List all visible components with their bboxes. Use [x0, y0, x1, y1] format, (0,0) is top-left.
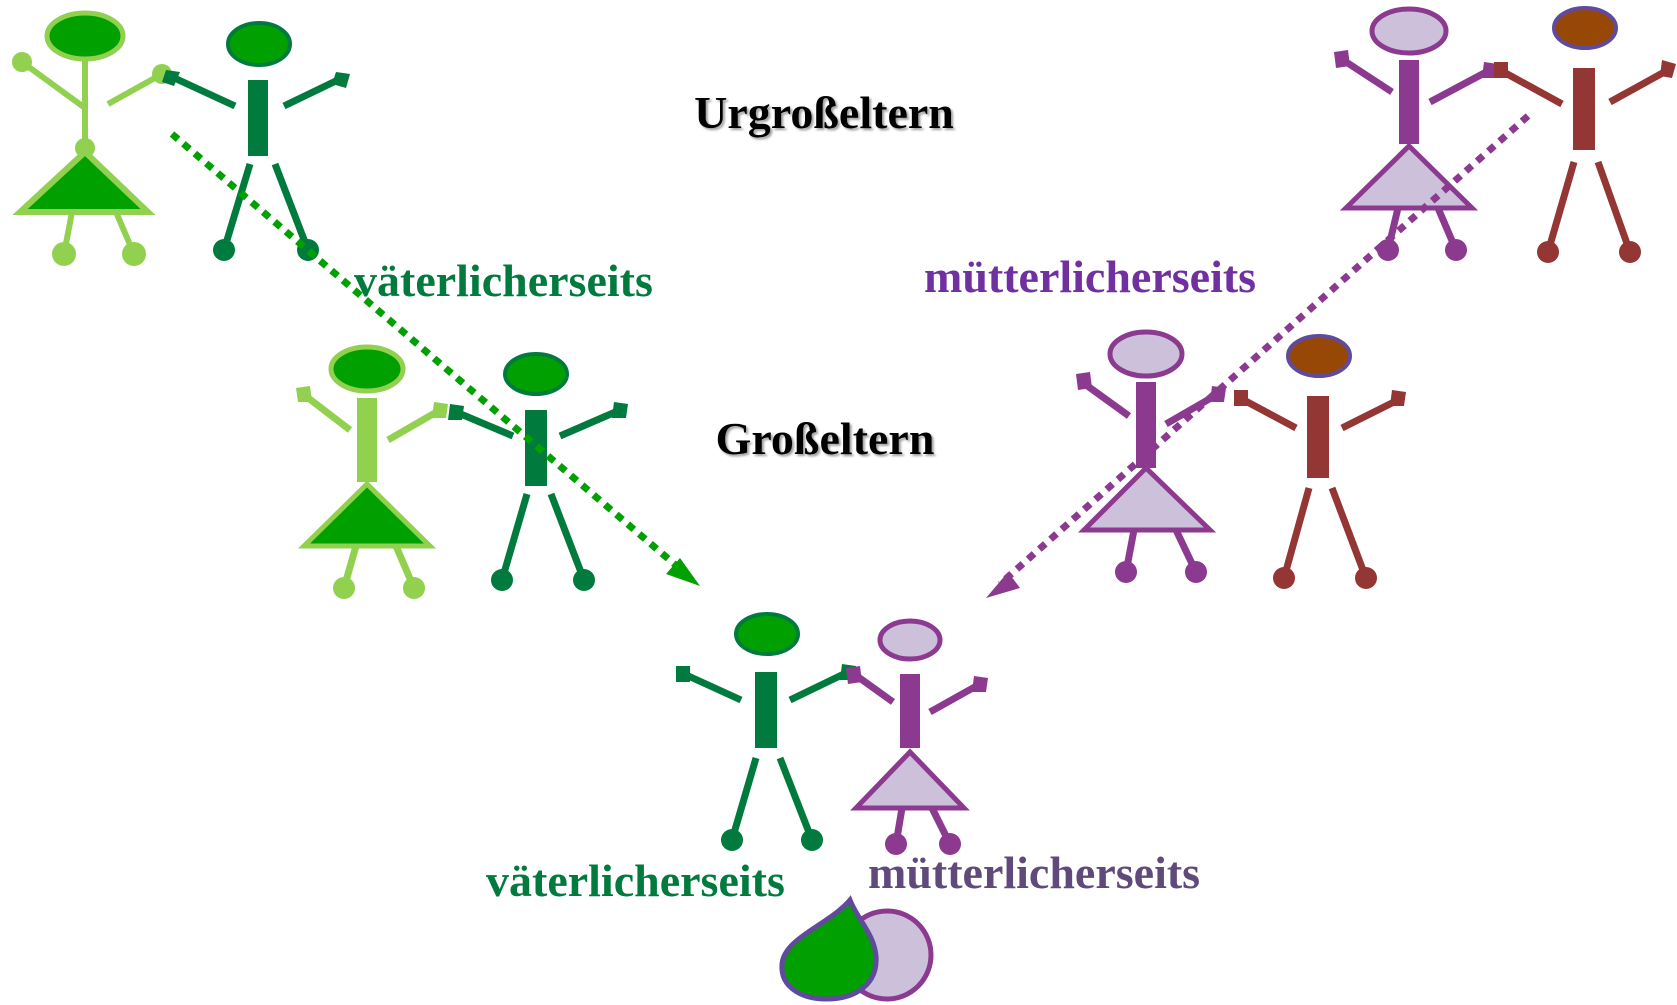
- maternal-great-grandmother-figure: [1334, 6, 1498, 261]
- paternal-grandfather-figure: [448, 352, 628, 591]
- maternal-great-grandfather-figure: [1494, 6, 1676, 263]
- maternal-grandfather-figure: [1234, 334, 1406, 589]
- maternal-side-label-top: mütterlicherseits: [924, 251, 1256, 302]
- paternal-descent-arrow: [169, 131, 700, 586]
- great-grandparents-label: Urgroßeltern: [694, 87, 954, 138]
- paternal-side-label-top: väterlicherseits: [354, 255, 653, 306]
- maternal-descent-arrow: [986, 113, 1531, 598]
- paternal-grandmother-figure: [296, 344, 448, 599]
- child-paternal-figure: [676, 612, 856, 851]
- paternal-side-label-bottom: väterlicherseits: [486, 855, 785, 906]
- maternal-grandmother-figure: [1076, 329, 1226, 583]
- paternal-great-grandfather-figure: [162, 21, 350, 261]
- paternal-great-grandmother-figure: [12, 10, 172, 266]
- heritage-blend-symbol: [779, 895, 934, 1002]
- grandparents-label: Großeltern: [716, 413, 935, 464]
- child-maternal-figure: [846, 618, 988, 855]
- maternal-side-label-bottom: mütterlicherseits: [868, 847, 1200, 898]
